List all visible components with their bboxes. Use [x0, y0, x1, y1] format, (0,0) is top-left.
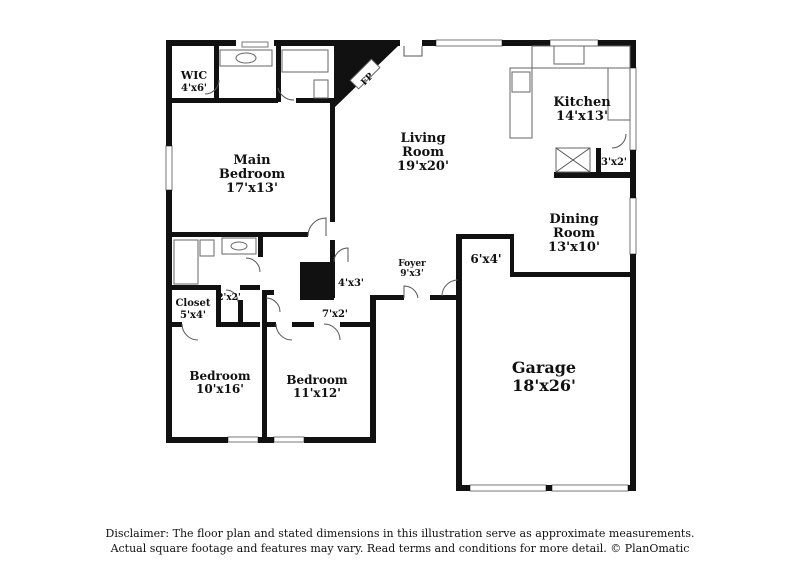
kitchen-dim: 14'x13'	[556, 109, 608, 124]
kitchen-label: Kitchen	[553, 95, 611, 110]
closet-label: Closet	[175, 298, 210, 309]
main-bedroom-label-1: Main	[233, 153, 271, 168]
living-room-label-2: Room	[402, 145, 444, 160]
hall-closet-dim: 4'x3'	[338, 278, 364, 289]
doors	[181, 46, 627, 341]
disclaimer-line-2: Actual square footage and features may v…	[110, 542, 690, 555]
dining-room-dim: 13'x10'	[548, 240, 600, 255]
garage-label: Garage	[512, 358, 576, 377]
bedroom-2-label: Bedroom	[189, 369, 250, 383]
laundry-dim: 6'x4'	[470, 252, 501, 266]
hall-closet-block	[300, 262, 334, 300]
foyer-label: Foyer	[398, 259, 426, 269]
room-labels: WIC 4'x6' Main Bedroom 17'x13' FP Living…	[175, 69, 627, 400]
linen-dim: 2'x2'	[217, 293, 240, 303]
fixtures	[173, 45, 631, 285]
bedroom-2-dim: 10'x16'	[196, 382, 244, 396]
closet-b-dim: 7'x2'	[322, 309, 348, 320]
living-room-dim: 19'x20'	[397, 159, 449, 174]
bedroom-3-dim: 11'x12'	[293, 386, 341, 400]
dining-room-label-1: Dining	[549, 212, 598, 227]
closet-dim: 5'x4'	[180, 310, 206, 321]
pantry-dim: 3'x2'	[601, 157, 627, 168]
disclaimer-line-1: Disclaimer: The floor plan and stated di…	[105, 527, 695, 540]
bedroom-3-label: Bedroom	[286, 373, 347, 387]
garage-dim: 18'x26'	[512, 376, 576, 395]
dining-room-label-2: Room	[553, 226, 595, 241]
main-bedroom-label-2: Bedroom	[219, 167, 286, 182]
wic-label: WIC	[180, 69, 207, 82]
foyer-dim: 9'x3'	[400, 269, 423, 279]
living-room-label-1: Living	[400, 131, 445, 146]
wic-dim: 4'x6'	[181, 83, 207, 94]
main-bedroom-dim: 17'x13'	[226, 181, 278, 196]
